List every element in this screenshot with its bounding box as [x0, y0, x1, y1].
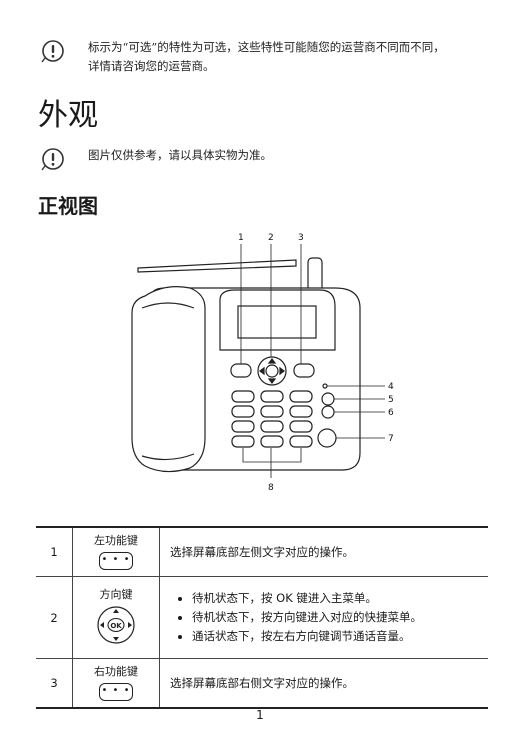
page-number: 1 [256, 708, 264, 722]
key-name: 右功能键 [94, 665, 138, 678]
screen-housing [219, 289, 336, 351]
antenna [137, 259, 297, 273]
table-row: 3 右功能键 • • • 选择屏幕底部右侧文字对应的操作。 [36, 658, 488, 709]
note-text-line: 详情请咨询您的运营商。 [88, 59, 215, 73]
callout-3: 3 [298, 233, 304, 243]
callout-7: 7 [388, 434, 394, 444]
key-cell: 右功能键 • • • [72, 658, 160, 709]
note-text-line: 图片仅供参考，请以具体实物为准。 [88, 148, 272, 162]
screen [237, 305, 317, 339]
exclamation-icon [41, 148, 64, 171]
handset [131, 286, 206, 473]
nav-key [257, 356, 287, 386]
keypad [231, 390, 313, 448]
key-cell: 方向键 OK [72, 576, 160, 659]
row-number: 2 [36, 576, 73, 659]
bullet-item: 待机状态下，按方向键进入对应的快捷菜单。 [192, 608, 488, 627]
note-text-line: 标示为“可选”的特性为可选，这些特性可能随您的运营商不同而不同， [88, 40, 445, 54]
bullet-item: 通话状态下，按左右方向键调节通话音量。 [192, 627, 488, 646]
callout-5: 5 [388, 395, 394, 405]
key-name: 方向键 [99, 588, 133, 601]
callout-6: 6 [388, 408, 394, 418]
row-number: 3 [36, 658, 73, 709]
key-description: 待机状态下，按 OK 键进入主菜单。 待机状态下，按方向键进入对应的快捷菜单。 … [159, 576, 488, 659]
nav-key-icon: OK [97, 606, 135, 644]
key-cell: 左功能键 • • • [72, 526, 160, 577]
key-description: 选择屏幕底部右侧文字对应的操作。 [159, 658, 488, 709]
subsection-title: 正视图 [38, 194, 98, 218]
soft-key-icon: • • • [99, 552, 133, 570]
table-row: 1 左功能键 • • • 选择屏幕底部左侧文字对应的操作。 [36, 526, 488, 577]
phone-front-view-diagram: 1 2 3 4 5 6 7 8 [131, 233, 394, 493]
right-soft-key [293, 363, 315, 378]
soft-key-icon: • • • [99, 683, 133, 701]
svg-text:OK: OK [110, 622, 122, 630]
bullet-item: 待机状态下，按 OK 键进入主菜单。 [192, 589, 488, 608]
key-description: 选择屏幕底部左侧文字对应的操作。 [159, 526, 488, 577]
section-title: 外观 [38, 98, 98, 133]
row-number: 1 [36, 526, 73, 577]
callout-8: 8 [268, 483, 274, 493]
table-row: 2 方向键 OK 待机状态下，按 OK 键进入主菜单。 待机状态下，按方向键进入… [36, 576, 488, 659]
callout-4: 4 [388, 382, 394, 392]
key-name: 左功能键 [94, 534, 138, 547]
callout-2: 2 [268, 233, 274, 243]
callout-1: 1 [238, 233, 244, 243]
exclamation-icon [41, 40, 64, 63]
key-description-table: 1 左功能键 • • • 选择屏幕底部左侧文字对应的操作。 2 方向键 OK 待… [36, 526, 488, 709]
